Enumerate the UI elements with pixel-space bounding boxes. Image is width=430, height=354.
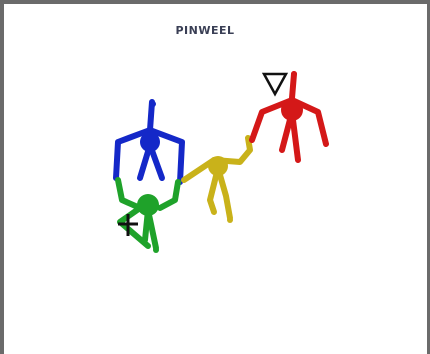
page-title: PINWEEL bbox=[175, 24, 235, 37]
plus-marker-icon bbox=[118, 214, 138, 236]
triangle-down-marker-icon bbox=[261, 72, 289, 97]
green-figure bbox=[115, 177, 181, 253]
blue-figure bbox=[113, 99, 185, 185]
red-figure bbox=[249, 71, 329, 163]
frame-border-left bbox=[0, 0, 4, 354]
frame-border-right bbox=[427, 0, 430, 354]
frame-border-top bbox=[0, 0, 430, 4]
yellow-figure bbox=[181, 135, 253, 223]
